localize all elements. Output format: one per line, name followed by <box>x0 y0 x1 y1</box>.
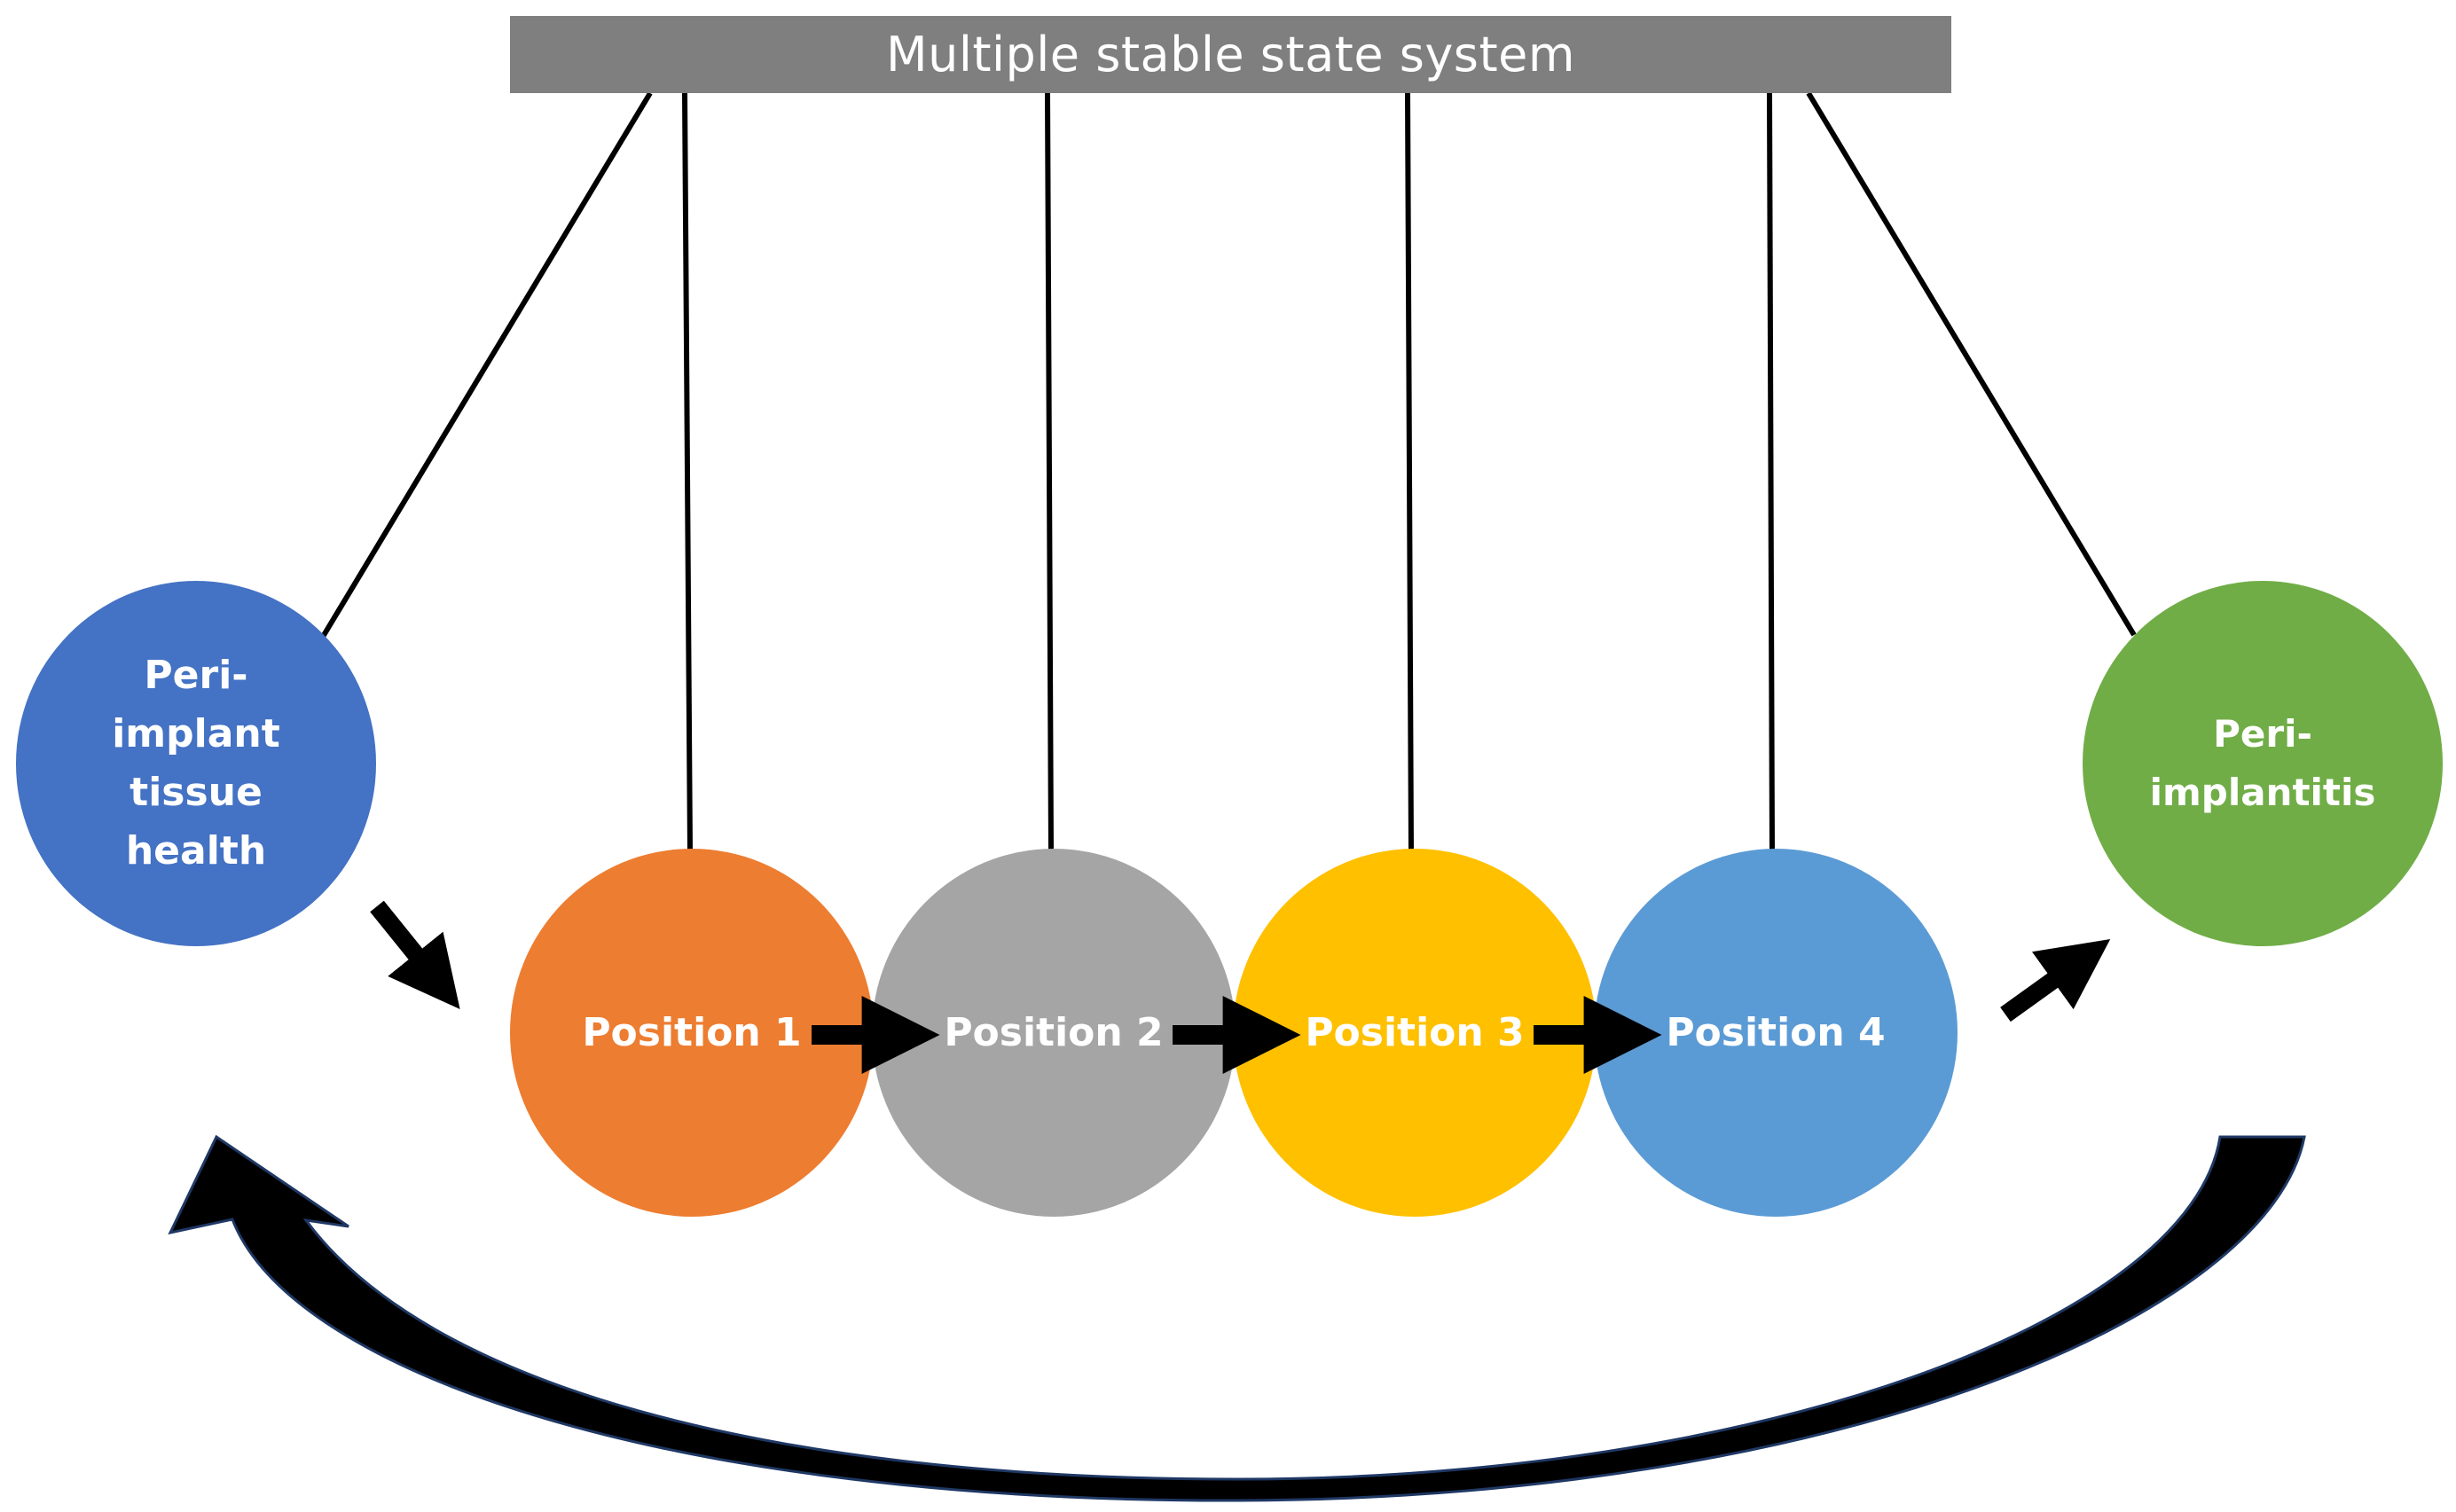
arrow-position-4-to-end <box>2000 938 2111 1022</box>
string-end <box>1806 91 2137 637</box>
return-arrow-icon <box>168 1134 2306 1502</box>
state-start-label: Peri- implant tissue health <box>112 646 280 881</box>
system-title: Multiple stable state system <box>510 16 1951 93</box>
position-4-label: Position 4 <box>1666 1009 1886 1055</box>
position-1-label: Position 1 <box>582 1009 802 1055</box>
string-position-4 <box>1767 92 1775 854</box>
state-end-line: Peri- <box>2213 712 2312 756</box>
string-position-3 <box>1405 92 1414 854</box>
state-position-4: Position 4 <box>1594 849 1958 1217</box>
state-position-2: Position 2 <box>872 849 1236 1217</box>
state-end-line: implantitis <box>2149 771 2376 814</box>
state-start-line: Peri- <box>144 653 248 698</box>
state-position-3: Position 3 <box>1233 849 1597 1217</box>
state-start-line: health <box>125 828 267 874</box>
arrow-start-to-position-1 <box>370 900 460 1010</box>
position-3-label: Position 3 <box>1305 1009 1525 1055</box>
state-position-1: Position 1 <box>510 849 874 1217</box>
state-end-label: Peri- implantitis <box>2150 705 2376 822</box>
state-peri-implantitis: Peri- implantitis <box>2083 581 2443 946</box>
string-start <box>320 91 653 638</box>
state-peri-implant-tissue-health: Peri- implant tissue health <box>16 581 376 946</box>
state-start-line: implant <box>112 711 280 756</box>
state-start-line: tissue <box>129 770 263 815</box>
position-2-label: Position 2 <box>944 1009 1164 1055</box>
string-position-1 <box>682 92 693 854</box>
string-position-2 <box>1045 92 1054 854</box>
